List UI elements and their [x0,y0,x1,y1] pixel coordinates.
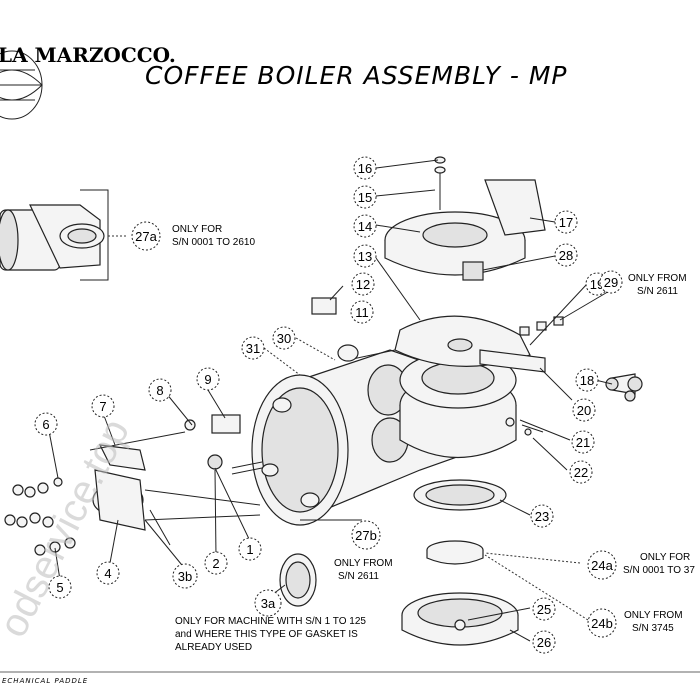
page-title: COFFEE BOILER ASSEMBLY - MP [145,61,568,90]
callout-15: 15 [353,185,377,209]
callout-11: 11 [350,300,374,324]
svg-text:17: 17 [559,215,573,230]
note-29-line2: S/N 2611 [637,286,678,297]
note-27a-line2: S/N 0001 TO 2610 [172,237,255,248]
svg-text:13: 13 [358,249,372,264]
callout-28: 28 [554,243,578,267]
gasket-3a [279,553,317,607]
callout-5: 5 [48,575,72,599]
note-24b-line2: S/N 3745 [632,623,674,634]
svg-text:7: 7 [99,399,106,414]
svg-text:12: 12 [356,277,370,292]
group-flange [384,156,546,459]
callout-9: 9 [196,367,220,391]
svg-text:6: 6 [42,417,49,432]
note-3a-line1: ONLY FOR MACHINE WITH S/N 1 TO 125 [175,616,366,627]
callout-27a: 27a [131,221,161,251]
group-head-27a [0,189,128,281]
note-24b-line1: ONLY FROM [624,610,683,621]
note-29-line1: ONLY FROM [628,273,687,284]
callout-12: 12 [351,272,375,296]
callout-26: 26 [532,630,556,654]
shim-29 [519,316,564,336]
callout-21: 21 [571,430,595,454]
svg-text:28: 28 [559,248,573,263]
svg-text:3b: 3b [178,569,192,584]
svg-text:24a: 24a [591,558,613,573]
callout-14: 14 [353,214,377,238]
svg-text:11: 11 [355,305,369,320]
note-24a-line1: ONLY FOR [640,552,690,563]
callout-22: 22 [569,460,593,484]
watermark: odservice.top [0,412,138,644]
svg-text:29: 29 [604,275,618,290]
note-3a-line3: ALREADY USED [175,642,252,653]
svg-text:4: 4 [104,566,111,581]
svg-text:26: 26 [537,635,551,650]
note-3a-line2: and WHERE THIS TYPE OF GASKET IS [175,629,358,640]
callout-16: 16 [353,156,377,180]
svg-text:3a: 3a [261,596,276,611]
svg-text:5: 5 [56,580,63,595]
callout-24b: 24b [587,608,617,638]
callout-13: 13 [353,244,377,268]
svg-text:25: 25 [537,602,551,617]
left-parts [4,297,359,556]
svg-text:23: 23 [535,509,549,524]
svg-text:31: 31 [246,341,260,356]
callout-7: 7 [91,394,115,418]
svg-text:22: 22 [574,465,588,480]
callout-20: 20 [572,398,596,422]
callout-27b: 27b [351,520,381,550]
gasket-23 [413,479,507,511]
brand-text: LA MARZOCCO. [0,43,176,67]
callout-3b: 3b [172,563,198,589]
brand-logo: LA MARZOCCO. [0,43,176,120]
svg-text:8: 8 [156,383,163,398]
callout-24a: 24a [587,550,617,580]
note-27b-line1: ONLY FROM [334,558,393,569]
note-27b-line2: S/N 2611 [338,571,379,582]
svg-text:9: 9 [204,372,211,387]
callout-1: 1 [238,537,262,561]
callout-2: 2 [204,551,228,575]
callout-6: 6 [34,412,58,436]
callout-30: 30 [272,326,296,350]
fitting-18 [605,373,643,402]
svg-text:18: 18 [580,373,594,388]
svg-text:30: 30 [277,331,291,346]
callout-17: 17 [554,210,578,234]
callout-4: 4 [96,561,120,585]
svg-text:1: 1 [246,542,253,557]
svg-text:15: 15 [358,190,372,205]
svg-text:27a: 27a [135,229,157,244]
note-24a-line2: S/N 0001 TO 37 [623,565,695,576]
callout-25: 25 [532,597,556,621]
callout-23: 23 [530,504,554,528]
svg-text:21: 21 [576,435,590,450]
callout-8: 8 [148,378,172,402]
callout-29: 29 [599,270,623,294]
diffuser-24 [426,540,484,565]
callout-18: 18 [575,368,599,392]
svg-text:20: 20 [577,403,591,418]
callout-3a: 3a [254,589,282,617]
note-27a-line1: ONLY FOR [172,224,222,235]
svg-text:14: 14 [358,219,372,234]
svg-text:2: 2 [212,556,219,571]
svg-text:27b: 27b [355,528,377,543]
svg-text:16: 16 [358,161,372,176]
svg-text:24b: 24b [591,616,613,631]
gasket-26 [401,592,519,646]
callout-31: 31 [241,336,265,360]
footer-text: ECHANICAL PADDLE [2,677,88,685]
